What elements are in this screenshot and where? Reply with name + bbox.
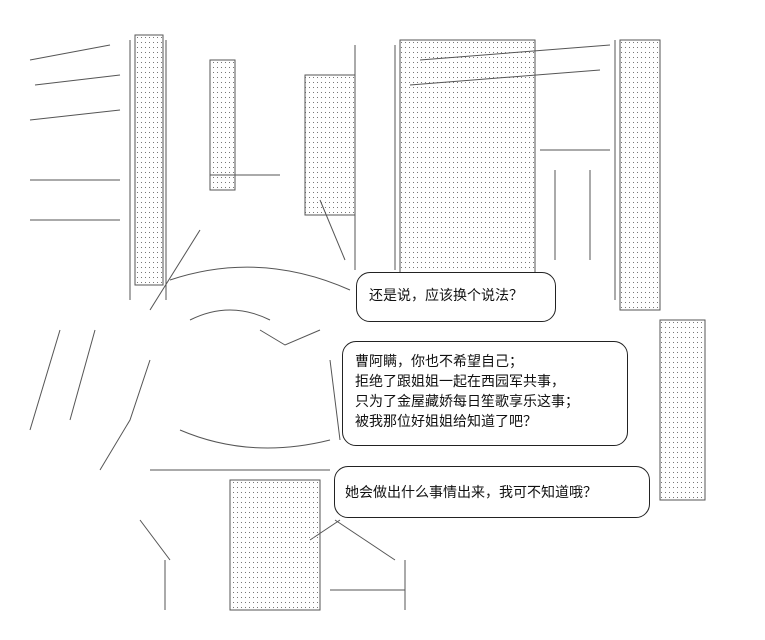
speech-bubble-3: 她会做出什么事情出来，我可不知道哦？ xyxy=(334,466,650,518)
bubble-text-line: 还是说，应该换个说法？ xyxy=(369,288,523,304)
speech-bubble-2: 曹阿瞒，你也不希望自己； 拒绝了跟姐姐一起在西园军共事， 只为了金屋藏娇每日笙歌… xyxy=(342,341,628,446)
bubble-text-line: 曹阿瞒，你也不希望自己； xyxy=(355,354,523,370)
speech-bubble-1: 还是说，应该换个说法？ xyxy=(356,272,556,322)
bubble-text-line: 她会做出什么事情出来，我可不知道哦？ xyxy=(345,485,597,501)
bubble-text-line: 只为了金屋藏娇每日笙歌享乐这事； xyxy=(355,394,579,410)
bubble-text-line: 被我那位好姐姐给知道了吧？ xyxy=(355,414,537,430)
bubble-text-line: 拒绝了跟姐姐一起在西园军共事， xyxy=(355,374,565,390)
